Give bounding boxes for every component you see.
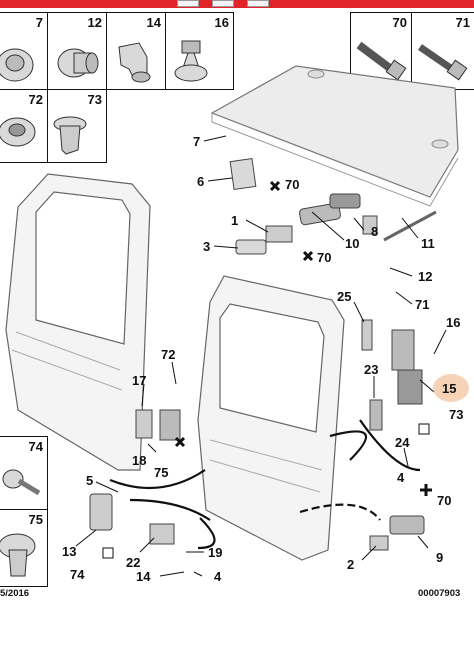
- part-number: 7: [35, 15, 43, 30]
- callout-3[interactable]: 3: [203, 239, 211, 254]
- part-cell-74[interactable]: 74: [0, 436, 48, 510]
- footer-date: 5/2016: [0, 588, 30, 599]
- part-number: 71: [455, 15, 470, 30]
- callout-24[interactable]: 24: [395, 435, 410, 450]
- bolt-icon: [418, 44, 468, 81]
- callout-4[interactable]: 4: [397, 470, 405, 485]
- callout-2[interactable]: 2: [347, 557, 355, 572]
- callout-72[interactable]: 72: [161, 347, 176, 362]
- part-cell-16[interactable]: 16: [165, 12, 234, 90]
- callout-11[interactable]: 11: [421, 236, 435, 251]
- callout-22[interactable]: 22: [126, 555, 141, 570]
- callout-19[interactable]: 19: [208, 545, 223, 560]
- callout-12[interactable]: 12: [418, 269, 433, 284]
- callout-70[interactable]: 70: [437, 493, 452, 508]
- plug-icon: [57, 48, 99, 78]
- parcel-shelf-edge: [211, 113, 459, 207]
- callout-4[interactable]: 4: [214, 569, 222, 584]
- callout-6[interactable]: 6: [197, 174, 205, 189]
- callout-70[interactable]: 70: [317, 250, 332, 265]
- part-number: 75: [28, 512, 43, 527]
- clip-icon: [0, 48, 34, 82]
- grommet-icon: [0, 117, 36, 147]
- footer-code: 00007903: [418, 588, 461, 599]
- callout-7[interactable]: 7: [193, 134, 201, 149]
- toolbar-button[interactable]: [247, 0, 269, 7]
- push-clip-icon: [53, 116, 87, 155]
- part-cell-12[interactable]: 12: [47, 12, 107, 90]
- toolbar-button[interactable]: [177, 0, 199, 7]
- part-number: 72: [28, 92, 43, 107]
- callout-17[interactable]: 17: [132, 373, 147, 388]
- header-bar: [0, 0, 474, 8]
- callout-10[interactable]: 10: [345, 236, 360, 251]
- part-number: 12: [87, 15, 102, 30]
- part-number: 16: [214, 15, 229, 30]
- pin-icon: [2, 469, 41, 496]
- screw-icon: [356, 41, 407, 81]
- part-cell-73[interactable]: 73: [47, 89, 107, 163]
- part-cell-72[interactable]: 72: [0, 89, 48, 163]
- callout-71[interactable]: 71: [415, 297, 430, 312]
- callout-74[interactable]: 74: [70, 567, 85, 582]
- rivet-icon: [174, 40, 208, 82]
- callout-13[interactable]: 13: [62, 544, 77, 559]
- left-door-window: [35, 191, 131, 345]
- bracket-icon: [118, 42, 151, 83]
- callout-23[interactable]: 23: [364, 362, 379, 377]
- callout-75[interactable]: 75: [154, 465, 169, 480]
- callout-18[interactable]: 18: [132, 453, 147, 468]
- part-cell-7[interactable]: 7: [0, 12, 48, 90]
- callout-16[interactable]: 16: [446, 315, 461, 330]
- callout-70[interactable]: 70: [285, 177, 300, 192]
- callout-25[interactable]: 25: [337, 289, 352, 304]
- callout-9[interactable]: 9: [436, 550, 444, 565]
- highlighted-part-15[interactable]: [433, 374, 469, 402]
- callout-1[interactable]: 1: [231, 213, 239, 228]
- callout-15[interactable]: 15: [442, 381, 457, 396]
- part-cell-75[interactable]: 75: [0, 509, 48, 587]
- callout-5[interactable]: 5: [86, 473, 94, 488]
- callout-73[interactable]: 73: [449, 407, 464, 422]
- fastener-icon: [0, 533, 36, 577]
- part-cell-14[interactable]: 14: [106, 12, 166, 90]
- part-number: 73: [87, 92, 102, 107]
- part-number: 74: [28, 439, 43, 454]
- right-door-window: [219, 303, 325, 433]
- part-cell-71[interactable]: 71: [411, 12, 474, 90]
- callout-8[interactable]: 8: [371, 224, 379, 239]
- parcel-shelf: [210, 65, 459, 198]
- part-number: 14: [146, 15, 161, 30]
- part-number: 70: [392, 15, 407, 30]
- callout-14[interactable]: 14: [136, 569, 151, 584]
- toolbar-button[interactable]: [212, 0, 234, 7]
